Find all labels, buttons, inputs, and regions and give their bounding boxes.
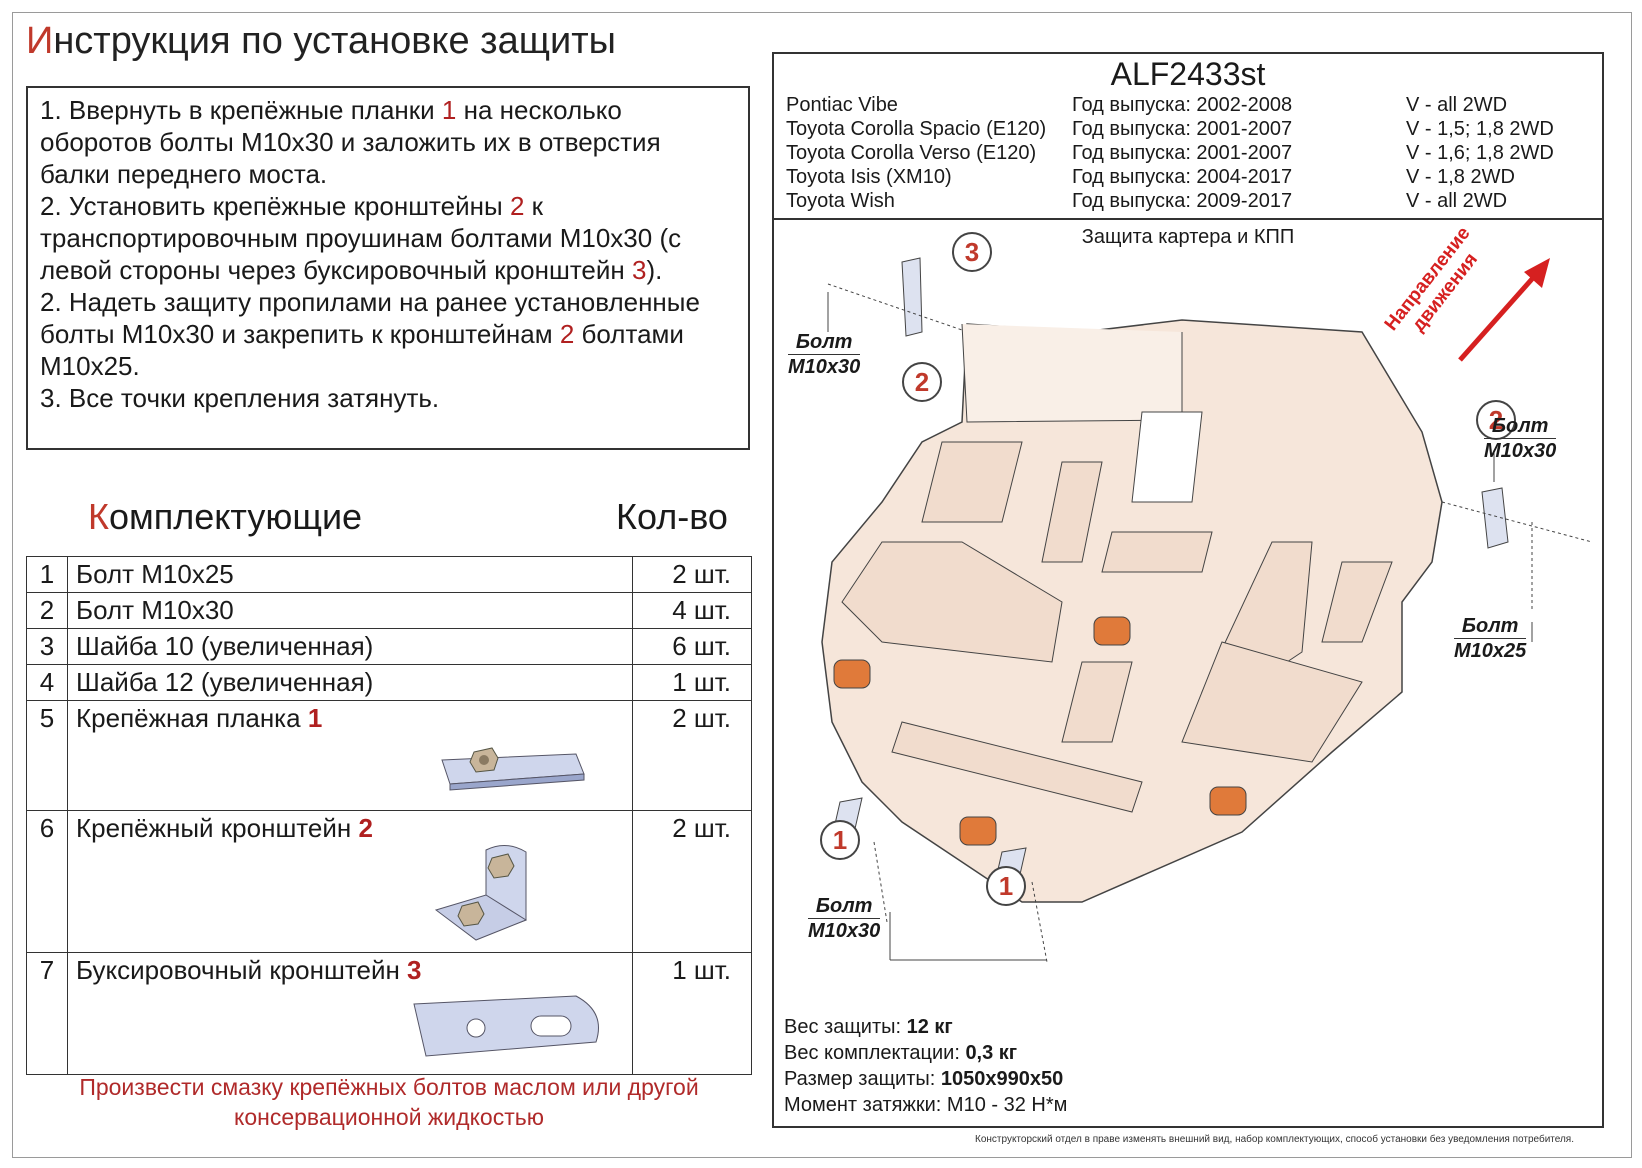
- page-title: Инструкция по установке защиты: [26, 20, 616, 62]
- qty-heading: Кол-во: [616, 496, 728, 537]
- callout-2: 2: [902, 362, 942, 402]
- table-row: 6 Крепёжный кронштейн 2 2 шт.: [26, 810, 752, 953]
- instruction-4: 3. Все точки крепления затянуть.: [40, 383, 440, 413]
- car-row: Toyota Corolla Verso (E120)Год выпуска: …: [786, 142, 1554, 164]
- page-frame: [12, 12, 1632, 1158]
- model-code: ALF2433st: [1110, 56, 1266, 92]
- diagram-title: Защита картера и КПП: [1081, 226, 1295, 248]
- spec-size: Размер защиты: 1050х990х50: [784, 1068, 1064, 1090]
- skid-plate-diagram: [821, 257, 1593, 963]
- bracket-image: [434, 845, 528, 941]
- callout-1: 1: [986, 866, 1026, 906]
- callout-1: 1: [820, 820, 860, 860]
- spec-kit-weight: Вес комплектации: 0,3 кг: [784, 1042, 1018, 1064]
- car-row: Toyota Isis (XM10)Год выпуска: 2004-2017…: [786, 166, 1515, 188]
- svg-text:1: 1: [833, 825, 847, 855]
- svg-text:3: 3: [965, 237, 979, 267]
- svg-text:2: 2: [1489, 405, 1503, 435]
- direction-arrow-icon: [1458, 258, 1550, 362]
- instruction-3: 2. Надеть защиту пропилами на ранее уста…: [40, 287, 700, 381]
- plate-cutout: [1131, 411, 1203, 503]
- lubrication-note: Произвести смазку крепёжных болтов масло…: [79, 1074, 699, 1130]
- tow-bracket-image: [413, 995, 599, 1057]
- svg-text:1: 1: [999, 871, 1013, 901]
- instructions-box: 1. Ввернуть в крепёжные планки 1 на неск…: [26, 86, 750, 450]
- callout-3: 3: [952, 232, 992, 272]
- footer-note: Конструкторский отдел в праве изменять в…: [975, 1134, 1574, 1145]
- callout-2: 2: [1476, 400, 1516, 440]
- instruction-2: 2. Установить крепёжные кронштейны 2 к т…: [40, 191, 682, 285]
- kit-heading: Комплектующие: [88, 496, 363, 537]
- spec-torque: Момент затяжки: М10 - 32 Н*м: [784, 1094, 1068, 1116]
- car-row: Toyota Corolla Spacio (E120)Год выпуска:…: [786, 118, 1554, 140]
- spec-weight: Вес защиты: 12 кг: [784, 1016, 953, 1038]
- instruction-1: 1. Ввернуть в крепёжные планки 1 на неск…: [40, 95, 661, 189]
- mounting-plate-image: [441, 747, 585, 791]
- table-row: 7 Буксировочный кронштейн 3 1 шт.: [26, 952, 752, 1075]
- specs: Вес защиты: 12 кг Вес комплектации: 0,3 …: [784, 1014, 1067, 1118]
- table-row: 5 Крепёжная планка 1 2 шт.: [26, 700, 752, 811]
- svg-text:2: 2: [915, 367, 929, 397]
